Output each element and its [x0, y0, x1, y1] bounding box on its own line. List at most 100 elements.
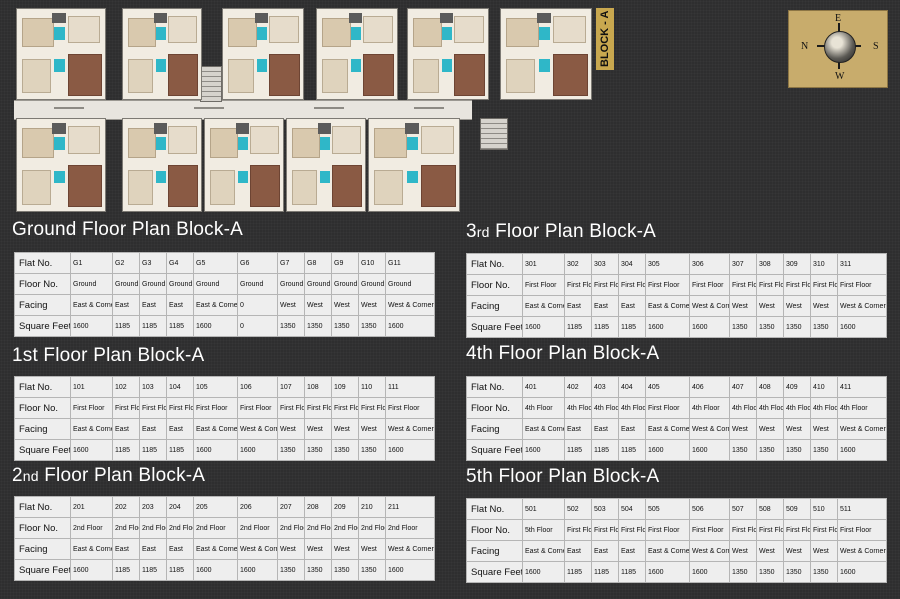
table-cell: 1350 [358, 315, 386, 337]
table-cell: East & Corner [70, 294, 113, 316]
table-cell: 4th Floor [591, 397, 619, 419]
table-cell: 208 [304, 496, 332, 518]
table-cell: 107 [277, 376, 305, 398]
table-cell: 4th Floor [810, 397, 838, 419]
flat-unit [16, 118, 106, 212]
table-cell: First Floor [564, 274, 592, 296]
table-cell: West [783, 540, 811, 562]
table-cell: 1185 [564, 561, 592, 583]
table-cell: 106 [237, 376, 278, 398]
table-cell: 506 [689, 498, 730, 520]
section-title: 3rd Floor Plan Block-A [466, 221, 657, 242]
table-cell: 1600 [70, 559, 113, 581]
row-header: Flat No. [466, 253, 523, 275]
section-title: 4th Floor Plan Block-A [466, 343, 660, 364]
table-cell: East [618, 540, 646, 562]
table-cell: East & Corner [193, 538, 238, 560]
table-cell: 204 [166, 496, 194, 518]
table-cell: 301 [522, 253, 565, 275]
table-cell: First Floor [166, 397, 194, 419]
table-cell: 1350 [810, 439, 838, 461]
row-header: Facing [466, 540, 523, 562]
row-header: Flat No. [14, 496, 71, 518]
table-cell: West & Corner [837, 418, 887, 440]
table-cell: West [304, 418, 332, 440]
table-cell: 1600 [193, 559, 238, 581]
table-cell: 310 [810, 253, 838, 275]
table-cell: East & Corner [70, 538, 113, 560]
row-header: Floor No. [466, 519, 523, 541]
table-cell: East & Corner [645, 295, 690, 317]
table-cell: 206 [237, 496, 278, 518]
table-cell: West [304, 294, 332, 316]
flat-unit [286, 118, 366, 212]
compass-east: E [835, 13, 842, 24]
table-cell: 1185 [166, 559, 194, 581]
table-cell: First Floor [139, 397, 167, 419]
table-cell: 111 [385, 376, 435, 398]
table-cell: 1600 [645, 316, 690, 338]
table-cell: East & Corner [522, 418, 565, 440]
table-cell: 4th Floor [729, 397, 757, 419]
table-cell: First Floor [304, 397, 332, 419]
table-cell: First Floor [783, 519, 811, 541]
table-cell: East & Corner [193, 418, 238, 440]
table-cell: East [112, 538, 140, 560]
table-cell: West [810, 540, 838, 562]
table-cell: 405 [645, 376, 690, 398]
table-cell: First Floor [564, 519, 592, 541]
compass-rose: E N S W [788, 10, 888, 88]
table-cell: 1185 [591, 316, 619, 338]
table-cell: West & Corner [385, 418, 435, 440]
flat-unit [407, 8, 489, 100]
table-cell: 1600 [522, 316, 565, 338]
table-cell: First Floor [591, 519, 619, 541]
table-cell: First Floor [645, 397, 690, 419]
table-cell: East & Corner [645, 418, 690, 440]
table-cell: 410 [810, 376, 838, 398]
table-cell: East [112, 418, 140, 440]
table-cell: G8 [304, 252, 332, 274]
row-header: Flat No. [466, 376, 523, 398]
table-cell: West [277, 418, 305, 440]
table-cell: 1185 [112, 559, 140, 581]
table-cell: 2nd Floor [277, 517, 305, 539]
table-cell: 1350 [756, 316, 784, 338]
table-cell: First Floor [237, 397, 278, 419]
table-cell: 102 [112, 376, 140, 398]
table-cell: 504 [618, 498, 646, 520]
table-cell: 1350 [277, 315, 305, 337]
table-cell: 1600 [193, 439, 238, 461]
table-cell: 401 [522, 376, 565, 398]
table-cell: 4th Floor [756, 397, 784, 419]
table-cell: 2nd Floor [139, 517, 167, 539]
table-cell: 0 [237, 315, 278, 337]
section-title: 2nd Floor Plan Block-A [12, 465, 206, 486]
table-cell: Ground [139, 273, 167, 295]
table-cell: 1185 [166, 439, 194, 461]
table-cell: 307 [729, 253, 757, 275]
table-cell: 1185 [618, 316, 646, 338]
table-cell: 1350 [810, 316, 838, 338]
table-cell: 4th Floor [837, 397, 887, 419]
compass-north: N [801, 41, 809, 52]
table-cell: First Floor [385, 397, 435, 419]
flat-unit [222, 8, 304, 100]
table-cell: East [591, 418, 619, 440]
row-header: Square Feet [14, 559, 71, 581]
table-cell: West [729, 418, 757, 440]
table-cell: East & Corner [193, 294, 238, 316]
table-cell: Ground [385, 273, 435, 295]
table-cell: 407 [729, 376, 757, 398]
table-cell: West & Corner [237, 538, 278, 560]
table-cell: 502 [564, 498, 592, 520]
table-cell: 4th Floor [783, 397, 811, 419]
